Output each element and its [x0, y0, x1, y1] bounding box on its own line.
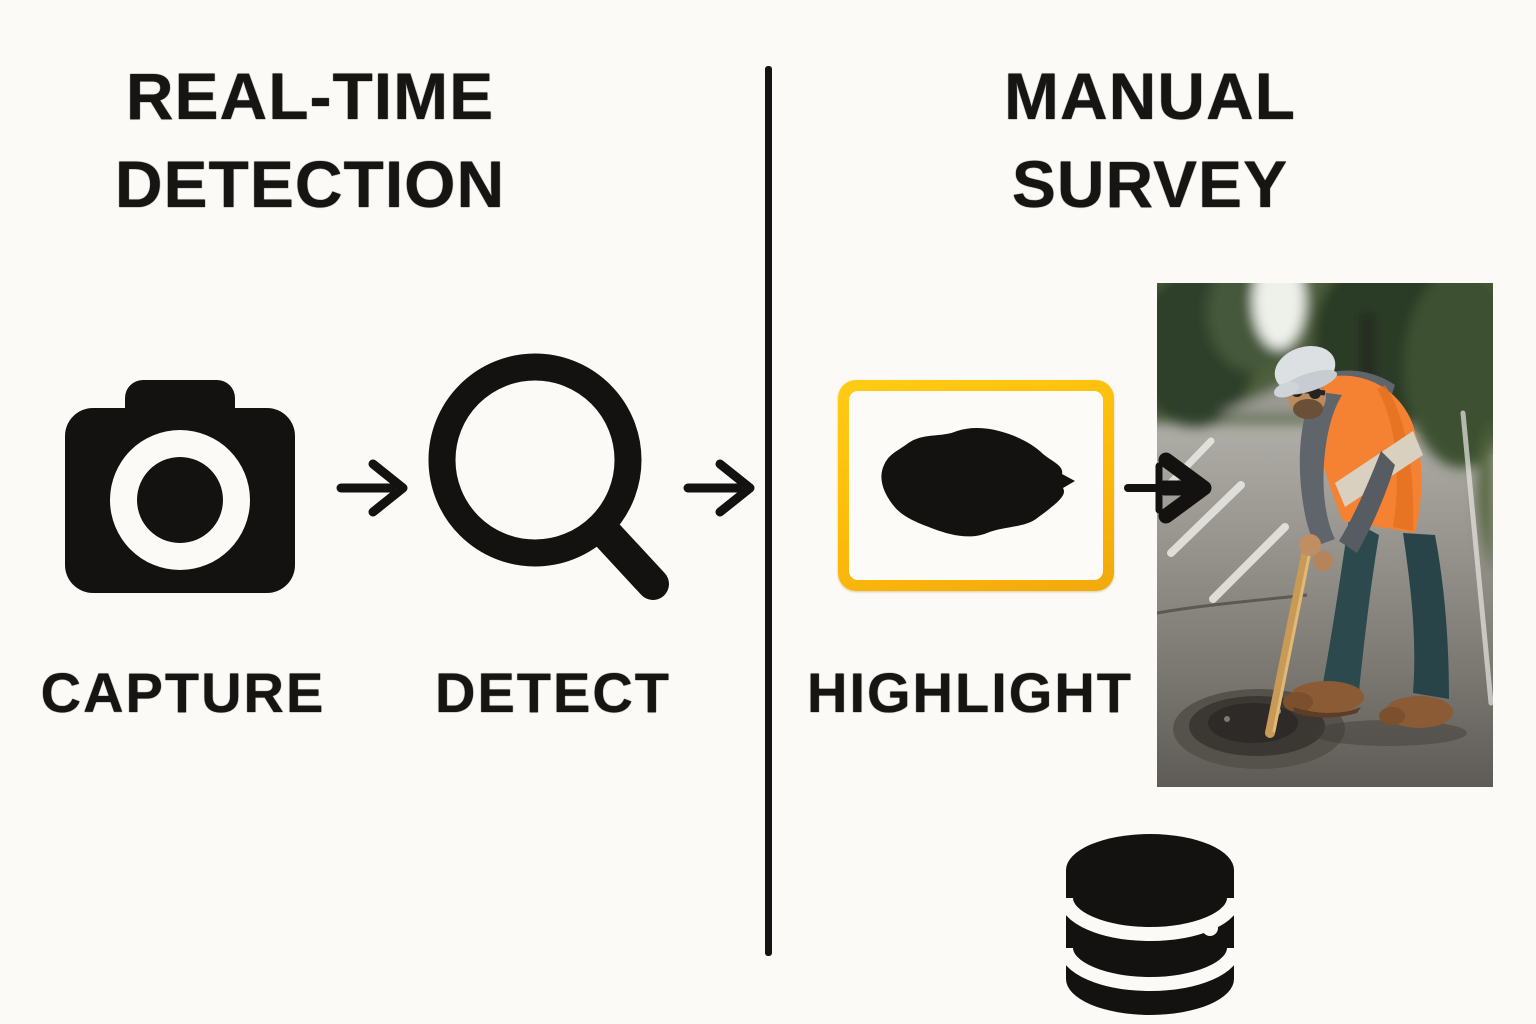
worker-legs	[1323, 519, 1449, 699]
arrow-right-icon	[1124, 452, 1212, 524]
capture-label: CAPTURE	[40, 661, 326, 724]
worker-hand	[1313, 551, 1333, 571]
highlight-bounding-box	[838, 380, 1114, 591]
worker-arms	[1299, 391, 1395, 553]
worker-boots	[1283, 681, 1453, 728]
divider-line	[765, 66, 772, 956]
arrow-right-icon	[683, 459, 755, 517]
right-title-line1: MANUAL	[1004, 59, 1296, 133]
pothole-repair-photo	[1157, 283, 1493, 787]
wooden-stick	[1265, 540, 1313, 738]
magnifying-glass-icon	[428, 353, 669, 600]
database-icon	[1060, 834, 1240, 1015]
pothole-mask-shape	[881, 427, 1075, 537]
worker-head	[1273, 345, 1338, 419]
left-title-line1: REAL-TIME	[125, 59, 495, 133]
left-title-line2: DETECTION	[114, 147, 506, 221]
arrow-right-icon	[336, 459, 408, 517]
camera-icon	[65, 380, 295, 593]
left-panel-title: REAL-TIME DETECTION	[60, 52, 560, 228]
right-panel-title: MANUAL SURVEY	[900, 52, 1400, 228]
highlight-label: HIGHLIGHT	[807, 661, 1133, 724]
detect-label: DETECT	[435, 661, 671, 724]
right-title-line2: SURVEY	[1011, 147, 1289, 221]
worker-hand	[1299, 534, 1321, 556]
